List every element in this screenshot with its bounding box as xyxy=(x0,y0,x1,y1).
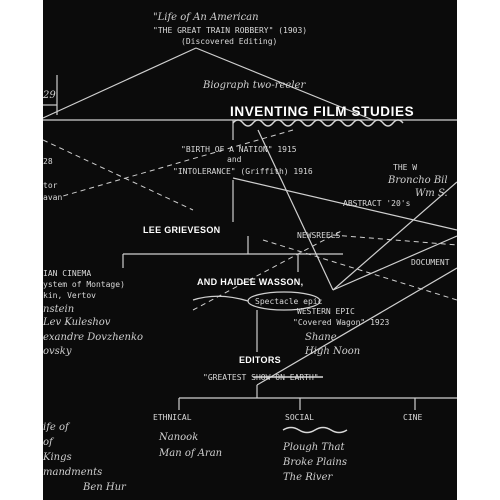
note-intolerance: "INTOLERANCE" (Griffith) 1916 xyxy=(173,167,313,176)
note-h2: Lev Kuleshov xyxy=(43,317,111,328)
editors-label: EDITORS xyxy=(239,355,281,365)
note-avan: avan xyxy=(43,193,62,202)
note-tor: tor xyxy=(43,181,58,190)
note-and: and xyxy=(227,155,242,164)
note-l28: 28 xyxy=(43,157,53,166)
note-shane: Shane xyxy=(305,332,337,343)
chalk-dashed-line xyxy=(62,129,294,197)
note-western: WESTERN EPIC xyxy=(297,307,355,316)
chalk-line xyxy=(43,47,197,119)
chalk-dashed-line xyxy=(262,239,457,301)
note-left3: Kings xyxy=(43,452,72,463)
note-social: SOCIAL xyxy=(285,413,314,422)
note-ethnical: ETHNICAL xyxy=(153,413,192,422)
note-show: "GREATEST SHOW ON EARTH" xyxy=(203,373,319,382)
note-wms: Wm S. xyxy=(415,188,448,199)
note-river: The River xyxy=(283,472,334,483)
chalk-line xyxy=(195,47,374,121)
chalk-dashed-line xyxy=(43,139,194,211)
note-wagon: "Covered Wagon" 1923 xyxy=(293,318,390,327)
chalk-dashed-line xyxy=(332,234,457,246)
note-left1: ife of xyxy=(43,422,71,433)
chalk-arrow xyxy=(192,295,249,302)
note-plough: Plough That xyxy=(282,442,345,453)
note-montage: ystem of Montage) xyxy=(43,280,125,289)
book-cover: "Life of An American "THE GREAT TRAIN RO… xyxy=(43,0,457,500)
note-highnoon: High Noon xyxy=(304,346,360,357)
note-discovered: (Discovered Editing) xyxy=(181,37,277,46)
note-the-w: THE W xyxy=(393,163,417,172)
author-line-1: LEE GRIEVESON xyxy=(143,225,221,235)
note-aran: Man of Aran xyxy=(158,448,222,459)
note-h3: exandre Dovzhenko xyxy=(43,332,143,343)
note-biograph: Biograph two-reeler xyxy=(202,80,306,91)
note-left2: of xyxy=(43,437,55,448)
chalk-line xyxy=(332,181,457,291)
note-russian: IAN CINEMA xyxy=(43,269,91,278)
note-newsreels: NEWSREELS xyxy=(297,231,341,240)
chalk-line xyxy=(332,235,457,291)
note-left5: Ben Hur xyxy=(82,482,127,493)
strikethrough-scribble xyxy=(282,426,348,434)
note-abstract: ABSTRACT '20's xyxy=(343,199,411,208)
note-spectacle: Spectacle epic xyxy=(255,297,323,306)
note-h1: nstein xyxy=(43,304,74,315)
chalk-line xyxy=(232,177,457,231)
chalk-line xyxy=(257,129,334,291)
note-birth: "BIRTH OF A NATION" 1915 xyxy=(181,145,297,154)
title-scribble xyxy=(232,119,404,127)
note-broke: Broke Plains xyxy=(282,457,347,468)
note-train: "THE GREAT TRAIN ROBBERY" (1903) xyxy=(153,26,307,35)
note-nanook: Nanook xyxy=(158,432,198,443)
note-h4: ovsky xyxy=(43,346,72,357)
note-vertov: kin, Vertov xyxy=(43,291,96,300)
note-life: "Life of An American xyxy=(153,12,259,23)
note-cine: CINE xyxy=(403,413,422,422)
note-left4: mandments xyxy=(43,467,102,478)
author-line-2: AND HAIDEE WASSON, xyxy=(197,277,304,287)
book-title: INVENTING FILM STUDIES xyxy=(230,104,415,119)
note-broncho: Broncho Bil xyxy=(387,175,448,186)
note-docum: DOCUMENT xyxy=(411,258,450,267)
chalkboard-diagram: "Life of An American "THE GREAT TRAIN RO… xyxy=(43,12,457,493)
note-l29: 29 xyxy=(43,90,56,101)
chalk-line xyxy=(256,267,457,386)
